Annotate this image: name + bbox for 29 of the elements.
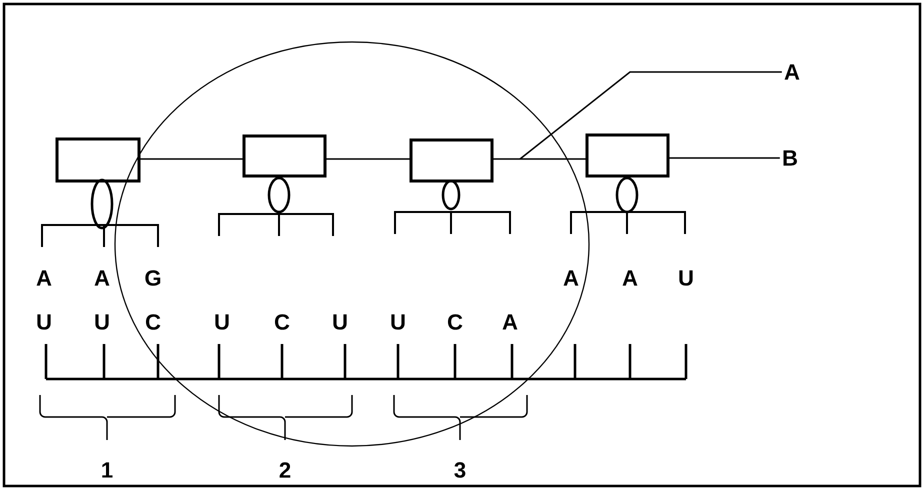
base-letter: G xyxy=(145,270,160,286)
base-letter: A xyxy=(622,270,638,286)
amino-acid-box xyxy=(56,138,141,182)
leader-line xyxy=(670,157,780,159)
base-letter: A xyxy=(502,314,518,330)
number-label: 3 xyxy=(454,462,466,478)
amino-acid-box xyxy=(586,134,670,178)
base-letter: U xyxy=(333,314,347,330)
base-letter: U xyxy=(37,314,51,330)
label-letter: A xyxy=(784,64,800,80)
number-label: 2 xyxy=(280,462,290,478)
base-letter: U xyxy=(95,314,109,330)
number-label: 1 xyxy=(102,462,113,478)
base-letter: A xyxy=(564,270,578,286)
base-letter: A xyxy=(36,270,52,286)
base-letter: A xyxy=(94,270,110,286)
base-letter: C xyxy=(448,314,462,330)
label-letter: B xyxy=(784,150,797,166)
leader-line xyxy=(520,71,782,160)
base-letter: U xyxy=(215,314,229,330)
amino-acid-box xyxy=(242,134,326,178)
connecting-line xyxy=(140,158,242,160)
base-letter: C xyxy=(146,314,160,330)
base-letter: C xyxy=(274,314,290,330)
base-letter: U xyxy=(391,314,405,330)
base-letter: U xyxy=(679,270,693,286)
connecting-line xyxy=(494,158,586,160)
connecting-line xyxy=(326,158,410,160)
amino-acid-box xyxy=(410,138,494,182)
